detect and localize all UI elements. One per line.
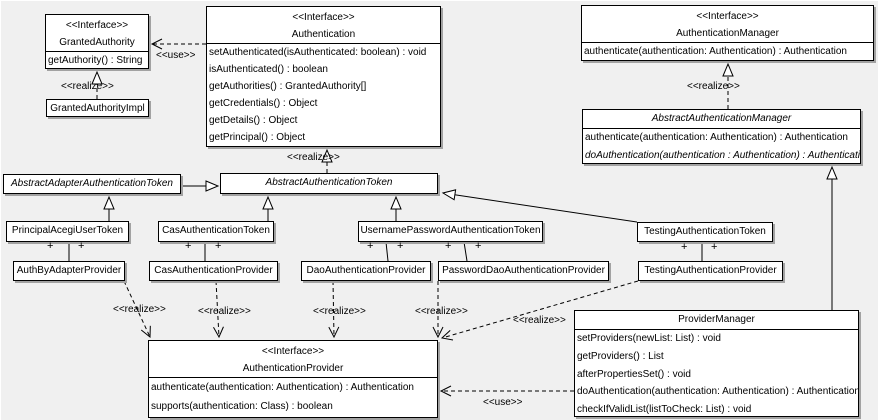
- class-provider-manager[interactable]: ProviderManager setProviders(newList: Li…: [574, 310, 859, 417]
- class-cas-authentication-token[interactable]: CasAuthenticationToken: [158, 221, 274, 242]
- class-username-password-authentication-token[interactable]: UsernamePasswordAuthenticationToken: [358, 221, 543, 242]
- edge-realize-authbyadapter: [123, 280, 151, 339]
- class-header: <<Interface>> GrantedAuthority: [46, 15, 148, 52]
- method-label: setProviders(newList: List) : void: [577, 333, 721, 344]
- class-name: TestingAuthenticationToken: [644, 226, 766, 237]
- association-end-label: +: [711, 241, 718, 253]
- class-name: PrincipalAcegiUserToken: [11, 225, 124, 236]
- realize-edge-label: <<realize>>: [513, 315, 566, 326]
- realize-edge-label: <<realize>>: [415, 306, 468, 317]
- method-label: setAuthenticated(isAuthenticated: boolea…: [209, 47, 427, 58]
- class-name: AuthenticationProvider: [242, 363, 344, 374]
- class-abstract-adapter-authentication-token[interactable]: AbstractAdapterAuthenticationToken: [3, 174, 181, 194]
- association-end-label: +: [185, 240, 192, 252]
- class-granted-authority-impl[interactable]: GrantedAuthorityImpl: [46, 99, 149, 117]
- use-edge-label: <<use>>: [156, 50, 196, 61]
- class-name: GrantedAuthorityImpl: [50, 103, 145, 114]
- edge-assoc-uptoken-passworddao: [463, 241, 468, 262]
- method-label: doAuthentication(authentication : Authen…: [585, 149, 861, 161]
- class-name: AuthByAdapterProvider: [16, 265, 122, 276]
- class-name: AbstractAuthenticationManager: [583, 110, 860, 129]
- class-name: DaoAuthenticationProvider: [306, 265, 426, 276]
- class-name: Authentication: [291, 29, 356, 40]
- method-label: authenticate(authentication: Authenticat…: [584, 46, 847, 57]
- method-label: authenticate(authentication: Authenticat…: [151, 382, 414, 393]
- association-end-label: +: [445, 240, 452, 252]
- edge-realize-casprovider: [213, 280, 224, 339]
- realize-edge-label: <<realize>>: [61, 81, 114, 92]
- realize-edge-label: <<realize>>: [313, 306, 366, 317]
- class-abstract-authentication-manager[interactable]: AbstractAuthenticationManager authentica…: [582, 109, 861, 164]
- class-granted-authority[interactable]: <<Interface>> GrantedAuthority getAuthor…: [45, 14, 149, 69]
- class-name: ProviderManager: [575, 311, 858, 330]
- class-name: AbstractAuthenticationToken: [265, 177, 393, 188]
- realize-edge-label: <<realize>>: [198, 306, 251, 317]
- class-authentication-provider[interactable]: <<Interface>> AuthenticationProvider aut…: [148, 340, 438, 418]
- association-end-label: +: [367, 240, 374, 252]
- method-label: getCredentials() : Object: [209, 98, 318, 109]
- method-label: afterPropertiesSet() : void: [577, 368, 691, 380]
- realize-edge-label: <<realize>>: [687, 81, 740, 92]
- stereotype-label: <<Interface>>: [696, 11, 759, 22]
- class-name: GrantedAuthority: [59, 37, 135, 48]
- association-end-label: +: [681, 241, 688, 253]
- class-authentication-manager[interactable]: <<Interface>> AuthenticationManager auth…: [581, 5, 874, 61]
- edge-gen-testing-token: [441, 189, 638, 223]
- method-label: checkIfValidList(listToCheck: List) : vo…: [577, 404, 752, 416]
- association-end-label: +: [78, 240, 85, 252]
- edge-assoc-uptoken-daoprovider: [385, 241, 389, 262]
- stereotype-label: <<Interface>>: [261, 346, 325, 357]
- class-auth-by-adapter-provider[interactable]: AuthByAdapterProvider: [13, 261, 125, 281]
- stereotype-label: <<Interface>>: [65, 20, 129, 31]
- class-abstract-authentication-token[interactable]: AbstractAuthenticationToken: [220, 173, 438, 194]
- use-edge-label: <<use>>: [483, 397, 523, 408]
- class-name: AbstractAdapterAuthenticationToken: [11, 178, 173, 189]
- class-name: UsernamePasswordAuthenticationToken: [360, 225, 541, 236]
- association-end-label: +: [397, 240, 404, 252]
- association-end-label: +: [215, 240, 222, 252]
- method-label: doAuthentication(authentication: Authent…: [577, 386, 859, 398]
- association-end-label: +: [475, 240, 482, 252]
- realize-edge-label: <<realize>>: [287, 152, 340, 163]
- class-name: PasswordDaoAuthenticationProvider: [442, 265, 605, 276]
- class-authentication[interactable]: <<Interface>> Authentication setAuthenti…: [206, 6, 441, 147]
- class-header: <<Interface>> Authentication: [207, 7, 440, 44]
- method-label: authenticate(authentication: Authenticat…: [585, 132, 848, 143]
- method-label: getPrincipal() : Object: [209, 132, 306, 143]
- class-header: <<Interface>> AuthenticationManager: [582, 6, 873, 43]
- class-password-dao-authentication-provider[interactable]: PasswordDaoAuthenticationProvider: [438, 261, 609, 281]
- class-header: <<Interface>> AuthenticationProvider: [149, 341, 437, 378]
- realize-edge-label: <<realize>>: [113, 304, 166, 315]
- method-label: getProviders() : List: [577, 350, 664, 362]
- class-testing-authentication-token[interactable]: TestingAuthenticationToken: [637, 222, 773, 242]
- class-name: TestingAuthenticationProvider: [644, 265, 777, 276]
- method-label: getAuthorities() : GrantedAuthority[]: [209, 81, 367, 92]
- method-label: getDetails() : Object: [209, 115, 298, 126]
- edge-realize-testingprovider: [440, 280, 639, 341]
- class-name: AuthenticationManager: [676, 28, 779, 39]
- edge-realize-daoprovider: [328, 280, 340, 339]
- method-label: getAuthority() : String: [48, 55, 143, 66]
- class-testing-authentication-provider[interactable]: TestingAuthenticationProvider: [638, 261, 783, 281]
- method-label: supports(authentication: Class) : boolea…: [151, 401, 333, 412]
- class-name: CasAuthenticationToken: [162, 225, 270, 236]
- class-principal-acegi-user-token[interactable]: PrincipalAcegiUserToken: [6, 221, 129, 242]
- class-name: CasAuthenticationProvider: [154, 265, 273, 276]
- class-cas-authentication-provider[interactable]: CasAuthenticationProvider: [149, 261, 278, 281]
- method-label: isAuthenticated() : boolean: [209, 64, 328, 75]
- stereotype-label: <<Interface>>: [292, 12, 355, 23]
- association-end-label: +: [47, 240, 54, 252]
- class-dao-authentication-provider[interactable]: DaoAuthenticationProvider: [301, 261, 431, 281]
